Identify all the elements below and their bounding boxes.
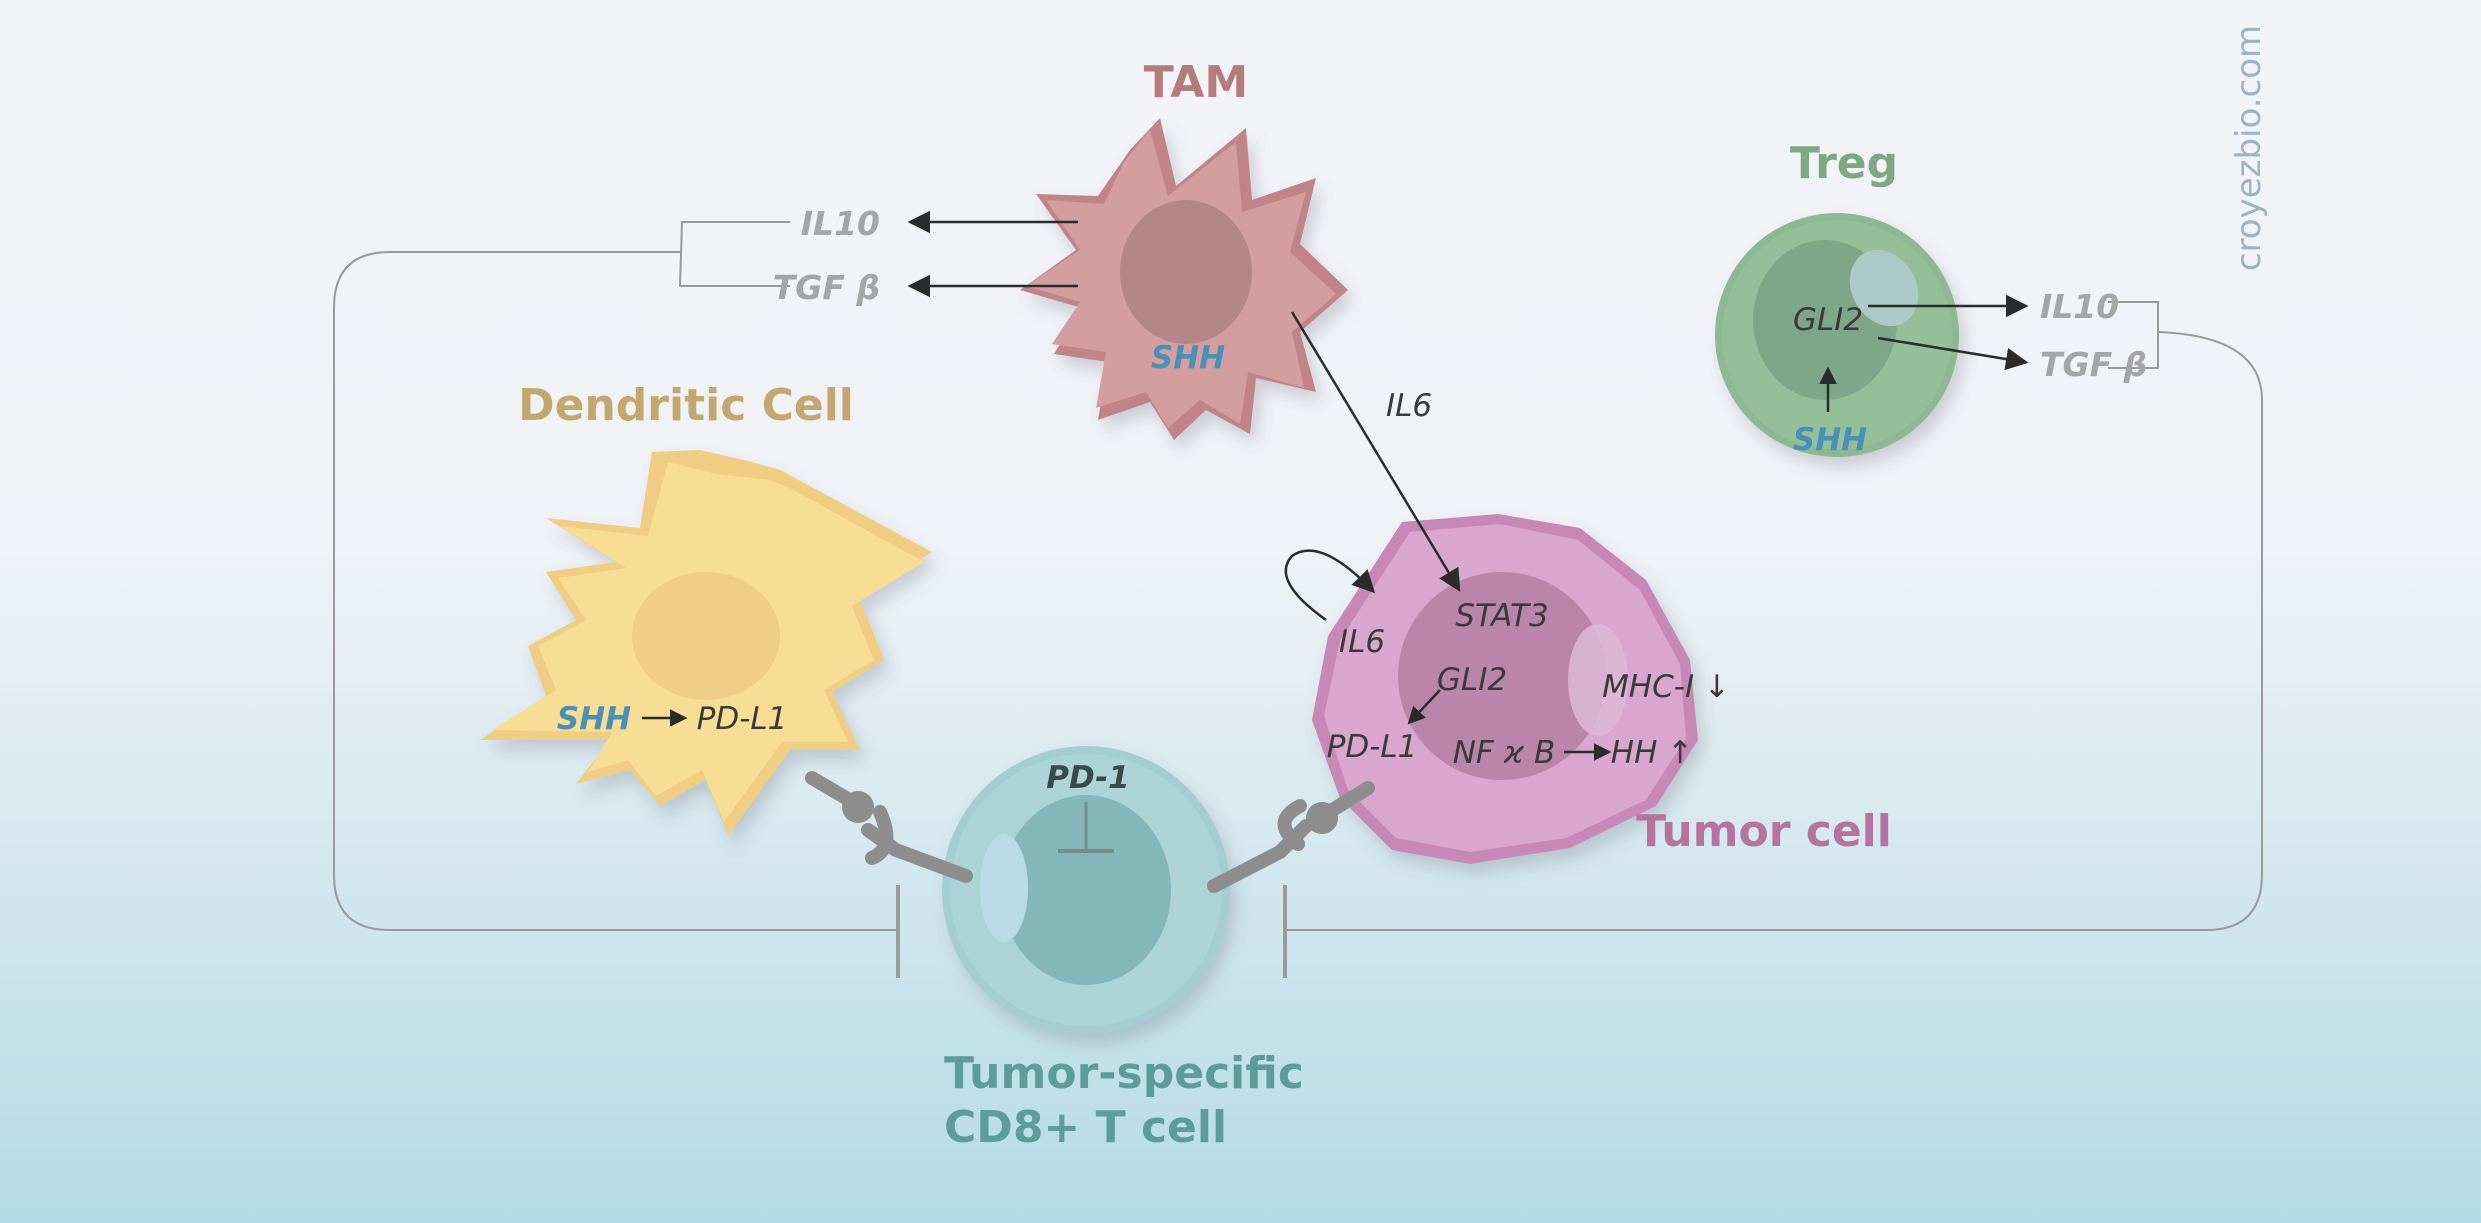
tcell-pd1-receptor-right <box>1207 799 1313 893</box>
tumor-nfkb-label: NF ϰ B <box>1453 735 1556 771</box>
tumor-gli2-label: GLI2 <box>1437 662 1507 698</box>
tumor-hh-label: HH ↑ <box>1611 735 1693 771</box>
treg-tgfb-arrow <box>1877 336 2029 371</box>
dc-pdl1-pd1-interaction <box>805 771 973 883</box>
tam-shh-label: SHH <box>1151 340 1225 376</box>
tumor-pdl1-pd1-interaction <box>1207 781 1375 893</box>
tumor-stat3-label: STAT3 <box>1455 598 1548 634</box>
watermark: croyezbio.com <box>2229 25 2269 271</box>
dendritic-nucleus <box>632 572 780 700</box>
dendritic-shh-label: SHH <box>557 701 631 737</box>
tumor-title: Tumor cell <box>1636 806 1892 857</box>
tam-il6-label: IL6 <box>1386 388 1432 424</box>
tcell-pd1-label: PD-1 <box>1046 760 1129 796</box>
tumor-gli2-pdl1-arrow <box>1407 689 1441 725</box>
tcell-pd1-receptor-left <box>861 805 973 883</box>
tumor-pdl1-ligand <box>1306 802 1338 834</box>
dendritic-pdl1-label: PD-L1 <box>697 701 788 737</box>
dc-pdl1-ligand <box>842 791 874 823</box>
tcell-nucleus <box>1001 795 1171 985</box>
treg-cytokine-bracket <box>2140 301 2159 369</box>
treg-tgfb-label: TGF β <box>2040 345 2147 384</box>
tcell-title-line2: CD8+ T cell <box>944 1102 1227 1153</box>
tumor-il6-label: IL6 <box>1339 624 1385 660</box>
tam-il6-arrow <box>1290 311 1461 592</box>
tumor-il6-autocrine-arrow <box>1284 549 1376 622</box>
tumor-pdl1-label: PD-L1 <box>1327 729 1418 765</box>
tam-tgfb-label: TGF β <box>773 268 880 307</box>
tam-title: TAM <box>1144 57 1248 108</box>
tcell-vesicle <box>980 834 1028 942</box>
tam-il10-label: IL10 <box>801 204 880 243</box>
tumor-mhc1-label: MHC-I ↓ <box>1602 669 1730 705</box>
tam-suppression-loop <box>333 251 898 931</box>
tumor-vesicle <box>1568 624 1628 736</box>
tumor-nucleus <box>1398 572 1606 780</box>
treg-suppression-loop <box>1285 331 2263 931</box>
treg-shh-label: SHH <box>1793 422 1867 458</box>
tam-nucleus <box>1120 200 1252 344</box>
treg-title: Treg <box>1790 138 1898 189</box>
treg-gli2-label: GLI2 <box>1793 302 1863 338</box>
treg-il10-label: IL10 <box>2040 287 2119 326</box>
tcell-title-line1: Tumor-specific <box>944 1048 1304 1099</box>
dendritic-title: Dendritic Cell <box>518 380 854 431</box>
